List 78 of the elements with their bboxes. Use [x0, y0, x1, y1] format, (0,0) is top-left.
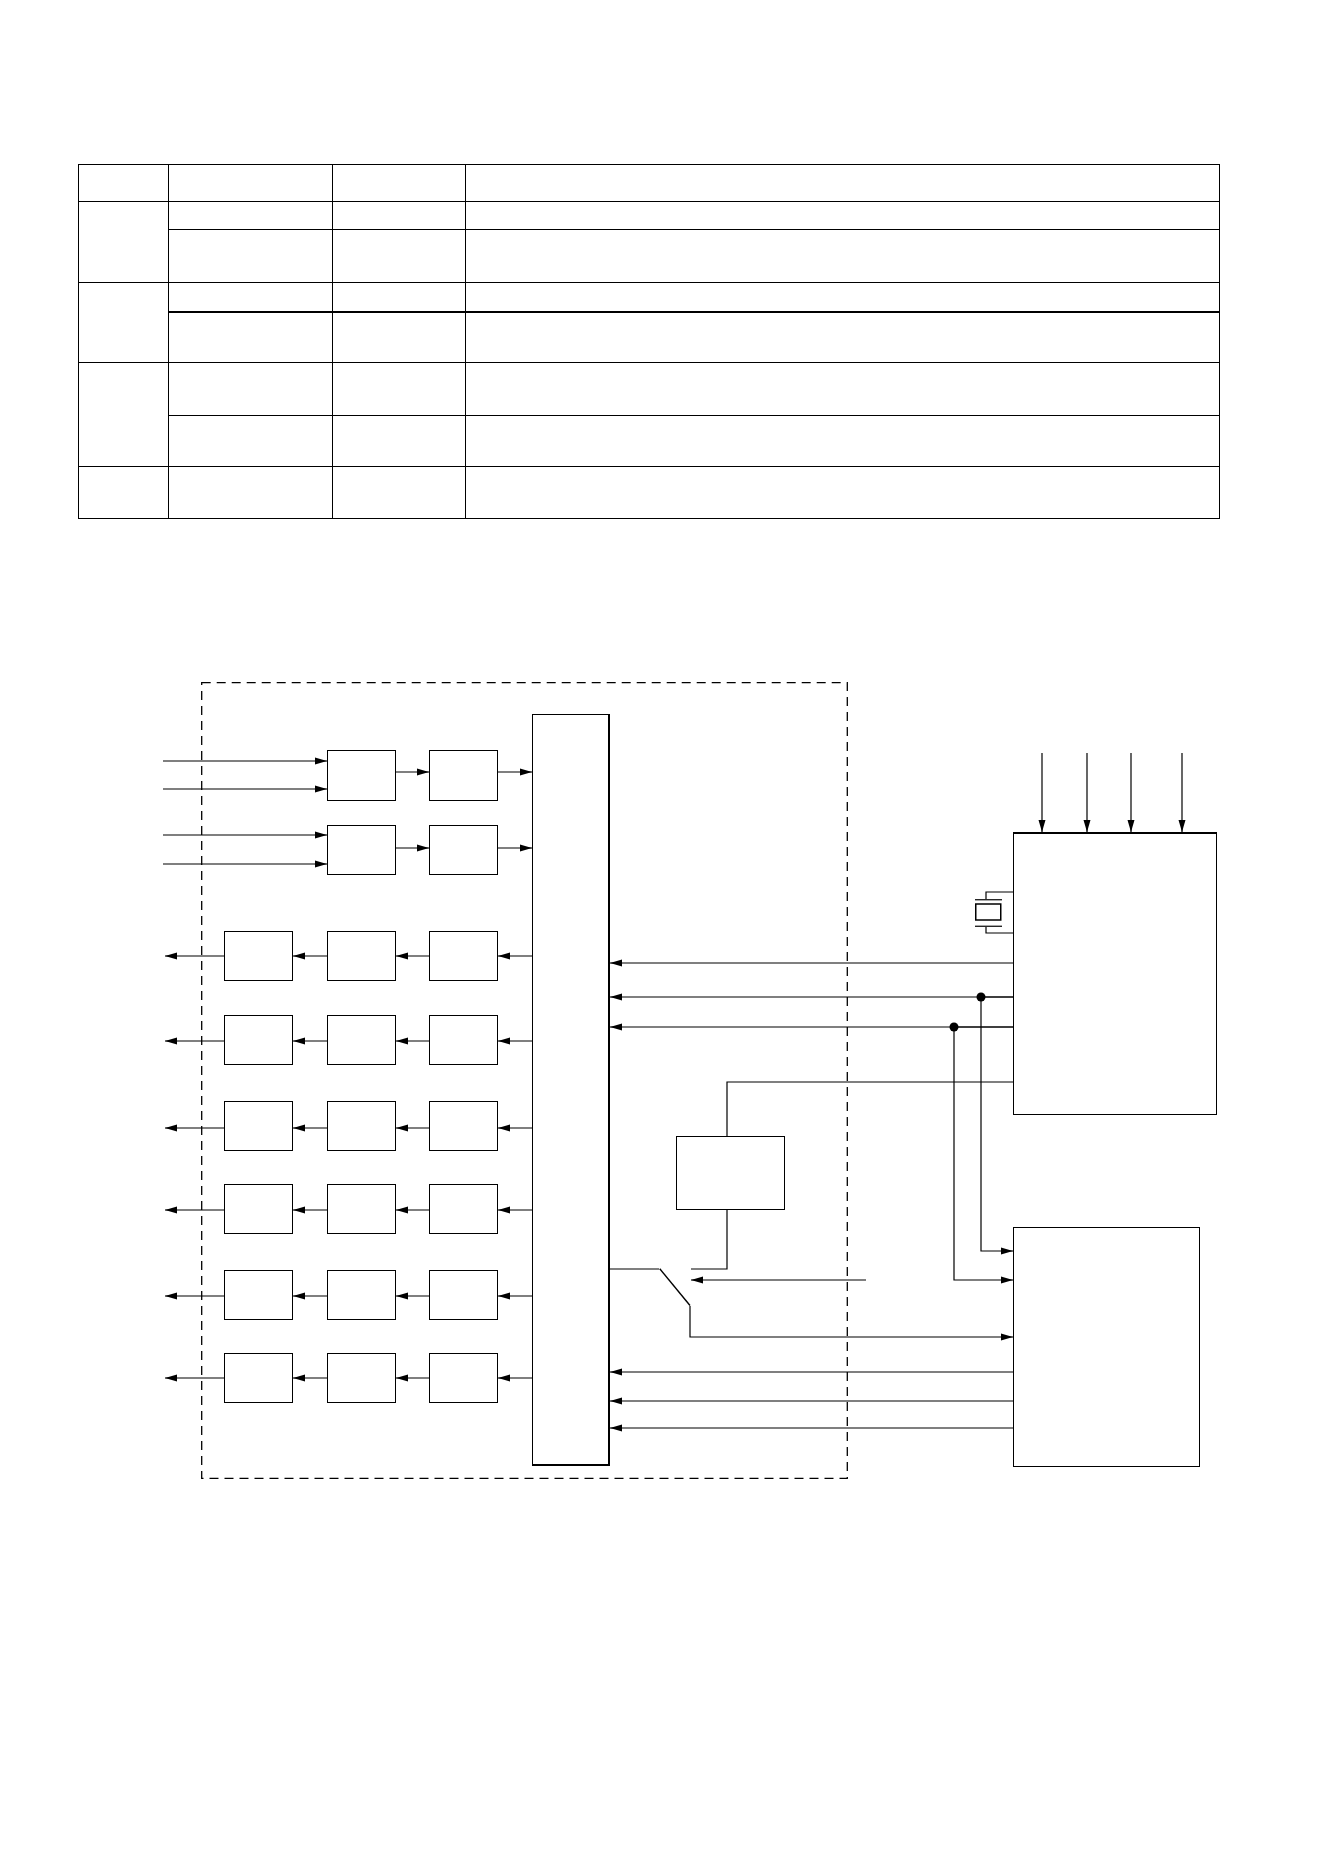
connector-line	[609, 1268, 660, 1270]
connector-line	[985, 926, 1014, 934]
block	[327, 825, 396, 875]
arrow	[395, 1374, 430, 1382]
arrow	[395, 844, 430, 852]
arrow	[292, 1292, 328, 1300]
block	[327, 750, 396, 801]
block	[224, 1101, 293, 1151]
dashed-boundary	[201, 682, 848, 1479]
arrow	[1127, 752, 1135, 833]
block	[224, 1015, 293, 1065]
arrow	[497, 1206, 533, 1214]
arrow	[609, 1424, 1014, 1432]
arrow	[609, 959, 1014, 967]
arrow	[164, 1374, 225, 1382]
tall-block	[532, 714, 610, 1466]
arrow	[1038, 752, 1046, 833]
block	[224, 931, 293, 981]
arrow	[497, 1037, 533, 1045]
arrow	[162, 831, 328, 839]
arrow	[497, 768, 533, 776]
arrow	[497, 844, 533, 852]
crystal-symbol	[975, 899, 1002, 927]
arrow	[609, 1397, 1014, 1405]
arrow	[292, 1124, 328, 1132]
arrow	[395, 1292, 430, 1300]
block	[429, 1270, 498, 1320]
arrow	[1178, 752, 1186, 833]
block	[327, 1101, 396, 1151]
arrow	[953, 1026, 1014, 1284]
arrow	[164, 1206, 225, 1214]
block	[327, 1270, 396, 1320]
block	[327, 1015, 396, 1065]
block	[429, 825, 498, 875]
arrow	[162, 860, 328, 868]
arrow	[689, 1305, 1014, 1341]
arrow	[609, 1368, 1014, 1376]
arrow	[292, 1206, 328, 1214]
arrow	[497, 1124, 533, 1132]
block	[224, 1353, 293, 1403]
arrow	[690, 1276, 867, 1284]
arrow	[395, 1206, 430, 1214]
arrow	[497, 952, 533, 960]
arrow	[395, 1037, 430, 1045]
arrow	[164, 1124, 225, 1132]
arrow	[164, 1292, 225, 1300]
large-block	[1013, 1227, 1200, 1467]
arrow	[164, 952, 225, 960]
arrow	[292, 952, 328, 960]
arrow	[162, 757, 328, 765]
connector-line	[985, 891, 1014, 900]
block	[429, 1101, 498, 1151]
arrow	[292, 1037, 328, 1045]
arrow	[1083, 752, 1091, 833]
block	[429, 1015, 498, 1065]
block	[327, 1353, 396, 1403]
connector-line	[690, 1209, 728, 1270]
arrow	[497, 1374, 533, 1382]
arrow	[395, 952, 430, 960]
block	[429, 931, 498, 981]
arrow	[162, 785, 328, 793]
switch-symbol	[659, 1268, 691, 1306]
block	[429, 750, 498, 801]
block	[224, 1270, 293, 1320]
block	[327, 1184, 396, 1234]
arrow	[980, 996, 1014, 1255]
large-block	[1013, 832, 1217, 1115]
arrow	[395, 768, 430, 776]
arrow	[164, 1037, 225, 1045]
arrow	[395, 1124, 430, 1132]
arrow	[292, 1374, 328, 1382]
block	[429, 1353, 498, 1403]
block	[224, 1184, 293, 1234]
block	[327, 931, 396, 981]
arrow	[497, 1292, 533, 1300]
connector-line	[726, 1081, 1014, 1137]
block	[429, 1184, 498, 1234]
block	[676, 1136, 785, 1210]
